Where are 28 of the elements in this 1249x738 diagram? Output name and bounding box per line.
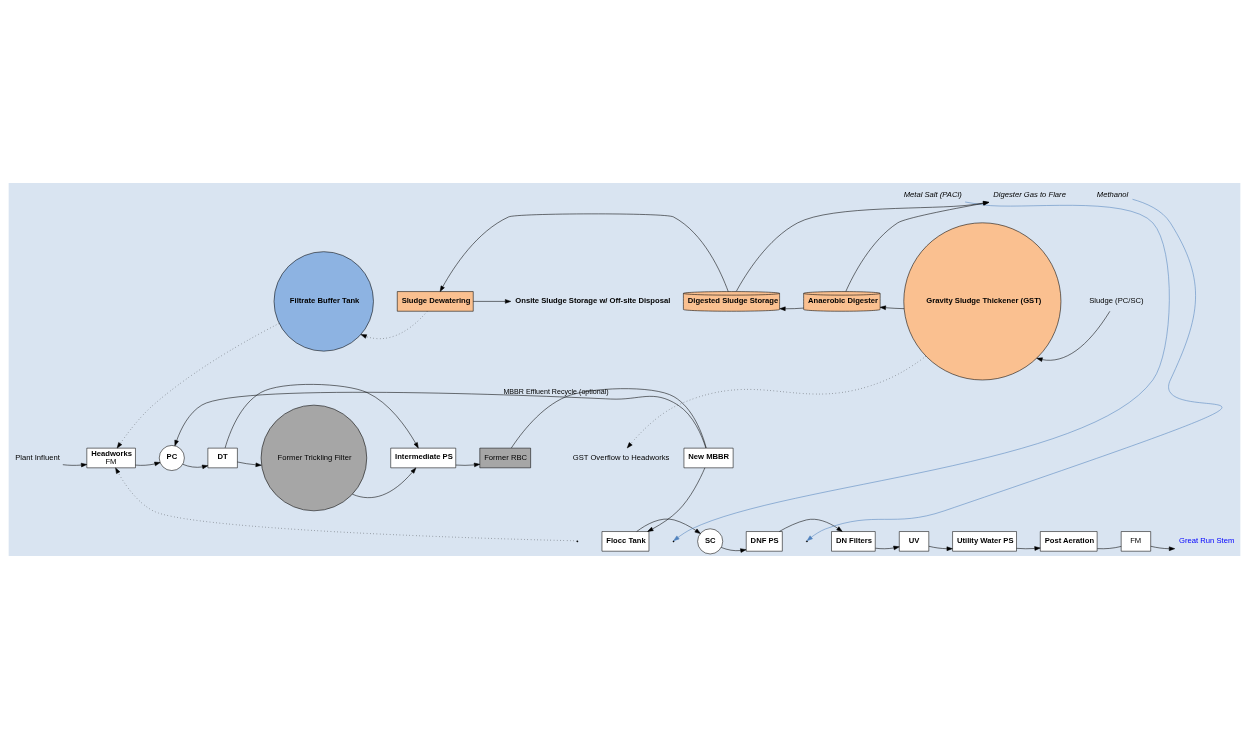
arrow — [1016, 545, 1041, 551]
arrow — [182, 463, 209, 469]
arrow — [636, 518, 701, 534]
arrow — [928, 545, 953, 551]
arrow — [720, 546, 747, 553]
arrow — [626, 355, 927, 448]
arrow — [135, 461, 161, 466]
arrow — [439, 213, 729, 292]
arrow — [174, 391, 707, 448]
arrow — [455, 462, 481, 467]
arrow — [647, 467, 706, 532]
arrow — [237, 461, 262, 467]
arrow — [779, 518, 843, 532]
arrow — [116, 322, 280, 448]
arrow — [352, 467, 417, 498]
arrow — [1036, 310, 1111, 362]
arrow — [779, 306, 804, 311]
arrow — [62, 462, 88, 467]
arrow — [115, 467, 578, 541]
arrow — [879, 305, 905, 310]
arrow — [845, 200, 990, 292]
connector — [511, 387, 707, 448]
arrow — [875, 545, 900, 550]
arrow — [360, 310, 428, 339]
arrow — [1150, 545, 1175, 551]
arrow — [473, 298, 512, 304]
arrow — [736, 200, 990, 292]
arrow — [224, 383, 419, 448]
